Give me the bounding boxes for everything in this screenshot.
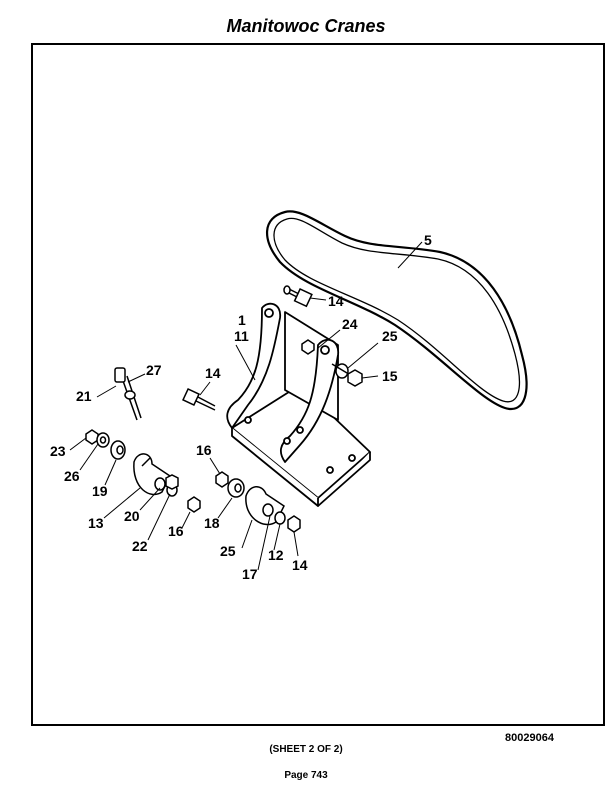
callout-5: 5 <box>424 232 432 248</box>
eye-bolt-part-27 <box>114 367 142 421</box>
sheet-indicator: (SHEET 2 OF 2) <box>269 744 343 755</box>
washer-bolt-part-25-15 <box>331 363 363 387</box>
drawing-number: 80029064 <box>505 732 554 744</box>
callout-25-right: 25 <box>382 328 398 344</box>
clamp-bracket-part-13 <box>133 453 179 497</box>
callout-22: 22 <box>132 538 148 554</box>
callout-12: 12 <box>268 547 284 563</box>
callout-17: 17 <box>242 566 258 582</box>
callout-14-lower: 14 <box>292 557 308 573</box>
mounting-bracket-part-1 <box>226 302 371 507</box>
callout-16-center: 16 <box>196 442 212 458</box>
callout-14-middle: 14 <box>205 365 221 381</box>
callout-25-lower: 25 <box>220 543 236 559</box>
clamp-bracket-part-17 <box>245 486 301 533</box>
leader-lines <box>69 241 423 571</box>
bolt-part-14-top <box>283 285 313 308</box>
callout-20: 20 <box>124 508 140 524</box>
page-number: Page 743 <box>284 770 328 781</box>
callout-18: 18 <box>204 515 220 531</box>
nut-part-24 <box>301 339 315 355</box>
callout-19: 19 <box>92 483 108 499</box>
callout-14-top: 14 <box>328 293 344 309</box>
callout-26: 26 <box>64 468 80 484</box>
callout-16-left: 16 <box>168 523 184 539</box>
nut-spacer-part-16-18 <box>215 471 245 498</box>
callout-23: 23 <box>50 443 66 459</box>
drawing-frame <box>31 43 605 726</box>
callout-1: 1 <box>238 312 246 328</box>
callout-11: 11 <box>234 328 249 344</box>
spacer-part-19 <box>110 440 126 460</box>
belt-part-5 <box>266 210 528 411</box>
callout-21: 21 <box>76 388 92 404</box>
callout-27: 27 <box>146 362 162 378</box>
nut-washer-part-23-26 <box>85 429 110 448</box>
callout-15: 15 <box>382 368 398 384</box>
callout-13: 13 <box>88 515 104 531</box>
page-header-title: Manitowoc Cranes <box>226 16 386 36</box>
callout-24: 24 <box>342 316 358 332</box>
nut-part-16-left <box>187 496 201 513</box>
bolt-part-14-middle <box>182 388 216 411</box>
